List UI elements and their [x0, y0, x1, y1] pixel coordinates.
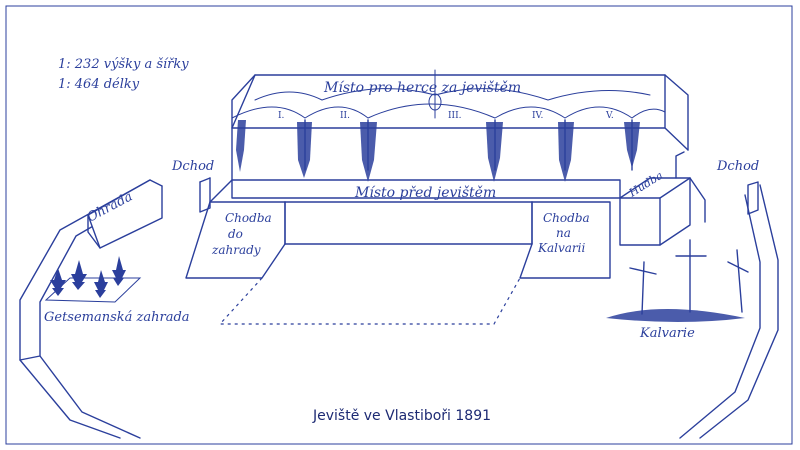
section-label-4: IV. — [532, 111, 543, 121]
front-stage-label: Místo před jevištěm — [354, 185, 496, 201]
corridor-calvary-line2: na — [556, 226, 571, 240]
music-box — [619, 151, 706, 246]
entrance-right-label: Dchod — [716, 159, 759, 174]
corridor-garden-block — [185, 201, 286, 279]
corridor-garden-line2: do — [228, 227, 243, 241]
entrance-left-box — [199, 177, 211, 213]
backstage-label: Místo pro herce za jevištěm — [323, 80, 521, 96]
stage-curtains — [236, 120, 640, 182]
section-label-1: I. — [278, 111, 285, 121]
entrance-right-box — [747, 181, 759, 215]
arena-outline-left — [19, 179, 163, 439]
corridor-calvary-line3: Kalvarii — [537, 241, 585, 255]
entrance-left-label: Dchod — [171, 159, 214, 174]
scale-line-1: 1: 232 výšky a šířky — [58, 57, 189, 72]
corridor-garden-line1: Chodba — [225, 211, 272, 225]
garden-label: Getsemanská zahrada — [44, 310, 190, 325]
garden-plot — [44, 256, 142, 303]
calvary-hill — [606, 239, 749, 322]
corridor-garden-line3: zahrady — [211, 243, 261, 257]
backstage-box — [231, 69, 689, 181]
section-label-2: II. — [340, 111, 350, 121]
corridor-calvary-block — [519, 201, 611, 279]
section-label-3: III. — [448, 111, 462, 121]
fence-panel — [87, 179, 163, 249]
stage-floor — [218, 201, 533, 325]
corridor-calvary-line1: Chodba — [543, 211, 590, 225]
calvary-label: Kalvarie — [639, 326, 695, 341]
arena-outline-right — [679, 184, 779, 439]
scale-line-2: 1: 464 délky — [58, 77, 140, 92]
drawing-frame — [5, 5, 793, 445]
section-label-5: V. — [605, 111, 614, 121]
drawing-caption: Jeviště ve Vlastiboři 1891 — [312, 408, 491, 424]
